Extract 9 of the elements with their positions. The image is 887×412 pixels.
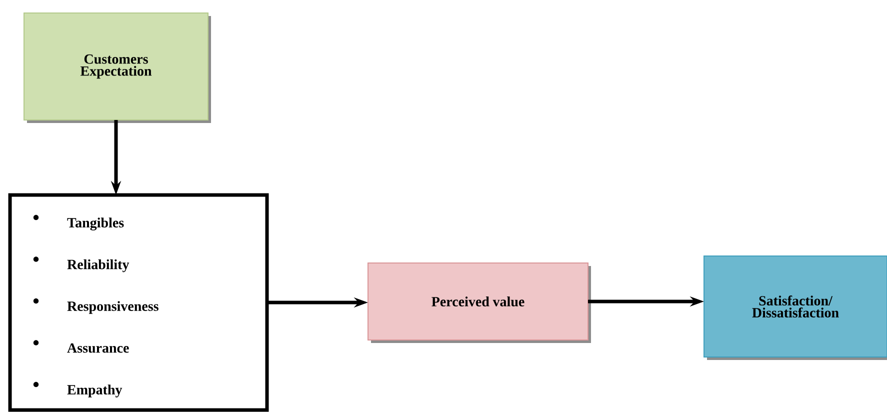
node-label: Tangibles	[67, 218, 124, 230]
process-box: Perceived value	[368, 262, 591, 343]
process-box: Satisfaction/ Dissatisfaction	[704, 255, 887, 360]
node-label: Assurance	[67, 343, 129, 353]
process-box: Customers Expectation	[24, 12, 211, 123]
node-label: Empathy	[67, 384, 122, 398]
node-label: Reliability	[67, 259, 130, 272]
list-box: Tangibles Reliability Responsiveness Assurance Empathy	[8, 193, 269, 412]
node-label: Responsiveness	[67, 301, 158, 314]
